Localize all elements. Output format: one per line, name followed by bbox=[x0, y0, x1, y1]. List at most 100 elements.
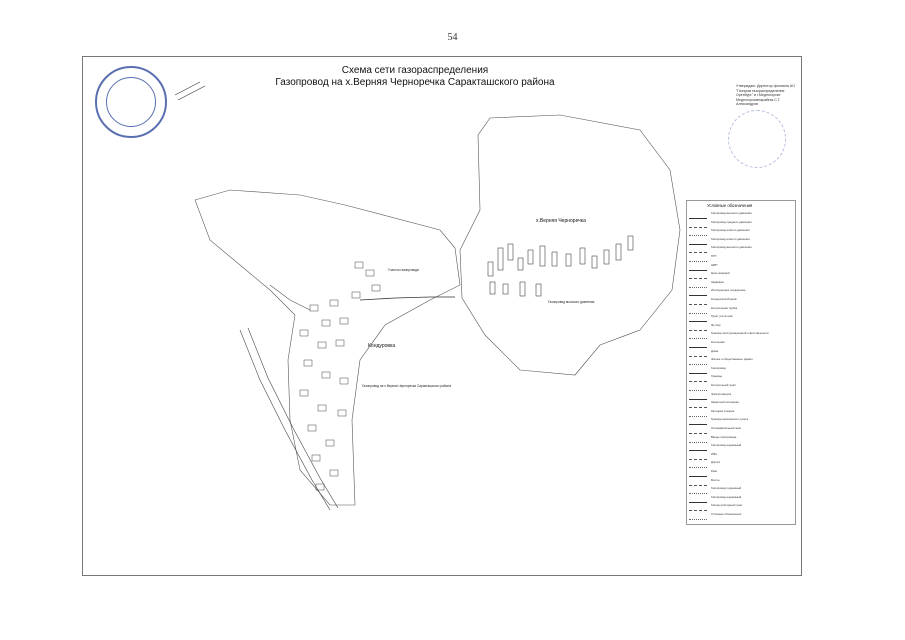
legend-item-label: Граница населенного пункта bbox=[711, 417, 749, 422]
legend-item: Контрольная трубка bbox=[689, 306, 793, 314]
houses-verhnyaya bbox=[487, 235, 634, 297]
note-area: Участок газопровода bbox=[388, 268, 419, 272]
legend-item: Газорегуляторный пункт bbox=[689, 503, 793, 512]
official-seal-inner bbox=[106, 77, 156, 127]
legend-title: Условные обозначения bbox=[707, 203, 753, 208]
railway-2 bbox=[247, 327, 339, 509]
legend-symbol bbox=[689, 487, 707, 495]
legend-symbol bbox=[689, 315, 707, 323]
legend-item: Конденсатосборник bbox=[689, 297, 793, 305]
legend-item-label: Жилые и общественные здания bbox=[711, 357, 753, 362]
legend-item-label: Реки bbox=[711, 469, 718, 473]
legend-item-label: Границы bbox=[711, 374, 723, 379]
legend-item-label: Газопровод надземный bbox=[711, 494, 742, 499]
legend-item-label: ИФС bbox=[711, 451, 718, 456]
approval-block: Утверждаю: Директор филиала АО "Газпром … bbox=[736, 84, 795, 107]
legend-item-label: Кран шаровой bbox=[711, 271, 730, 276]
legend-item: Катодная станция bbox=[689, 409, 793, 417]
legend-item-label: Конденсатосборник bbox=[711, 297, 737, 301]
legend-item-label: Газопровод подземный bbox=[711, 486, 742, 491]
legend-symbol bbox=[689, 255, 707, 262]
legend-symbol bbox=[689, 401, 707, 409]
legend-item-label: Контрольный пункт bbox=[711, 383, 737, 387]
legend-item-label: Дороги bbox=[711, 460, 721, 465]
official-seal bbox=[95, 66, 167, 138]
boundary-kondurovka bbox=[194, 189, 461, 506]
legend-symbol bbox=[689, 470, 707, 477]
legend-item-label: Футляр bbox=[711, 322, 721, 327]
legend-item-label: Защитный потенциал bbox=[711, 400, 739, 405]
legend-symbol bbox=[689, 375, 707, 383]
legend-symbol bbox=[689, 384, 707, 391]
legend-item-label: Котельная bbox=[711, 340, 725, 344]
legend-item: Опознавательный знак bbox=[689, 426, 793, 434]
legend: Условные обозначения Газопровод высокого… bbox=[686, 200, 796, 525]
legend-symbol bbox=[689, 289, 707, 297]
legend-symbol bbox=[689, 350, 707, 357]
legend-item: Газопровод надземный bbox=[689, 443, 793, 452]
note-pipe-east: Газопровод высокого давления bbox=[548, 300, 595, 304]
legend-symbol bbox=[689, 238, 707, 245]
legend-item: Вводы газопровода bbox=[689, 435, 793, 443]
pipeline-main bbox=[359, 296, 455, 301]
legend-item: Газопровод низкого давления bbox=[689, 237, 793, 245]
legend-symbol bbox=[689, 272, 707, 280]
legend-symbol bbox=[689, 393, 707, 400]
legend-symbol bbox=[689, 367, 707, 374]
legend-symbol bbox=[689, 341, 707, 348]
legend-item-label: Граница эксплуатационной ответственности bbox=[711, 331, 769, 336]
signature-mark bbox=[174, 81, 206, 101]
legend-item: Жилые и общественные здания bbox=[689, 357, 793, 366]
map-title: Схема сети газораспределения Газопровод … bbox=[250, 65, 580, 89]
legend-item: Газопровод высокого давления bbox=[689, 211, 793, 219]
approval-seal bbox=[728, 110, 786, 168]
legend-symbol bbox=[689, 496, 707, 503]
label-kondurovka: Кондуровка bbox=[368, 343, 396, 349]
legend-item-label: Изолирующее соединение bbox=[711, 288, 746, 293]
legend-item: Пункт учета газа bbox=[689, 314, 793, 323]
legend-item-label: Опознавательный знак bbox=[711, 426, 741, 430]
road-line bbox=[269, 284, 311, 311]
legend-symbol bbox=[689, 264, 707, 271]
legend-symbol bbox=[689, 212, 707, 219]
legend-item: Условные обозначения bbox=[689, 512, 793, 520]
label-verhnyaya: х.Верняя Черноречка bbox=[536, 218, 586, 224]
legend-symbol bbox=[689, 418, 707, 426]
legend-item: Газопровод bbox=[689, 366, 793, 374]
legend-item-label: Газорегуляторный пункт bbox=[711, 503, 743, 508]
legend-item-label: Условные обозначения bbox=[711, 512, 742, 516]
legend-symbol bbox=[689, 479, 707, 486]
legend-item: Границы bbox=[689, 374, 793, 383]
legend-symbol bbox=[689, 307, 707, 314]
legend-item-label: Пункт учета газа bbox=[711, 314, 733, 319]
legend-symbol bbox=[689, 246, 707, 254]
legend-item: Защитный потенциал bbox=[689, 400, 793, 409]
legend-item-label: ШРП bbox=[711, 262, 718, 267]
legend-item: Реки bbox=[689, 469, 793, 477]
legend-item: Футляр bbox=[689, 323, 793, 331]
legend-item: Кран шаровой bbox=[689, 271, 793, 280]
legend-item: Контрольный пункт bbox=[689, 383, 793, 391]
legend-item: Газопровод низкого давления bbox=[689, 228, 793, 237]
legend-item: Газопровод высокого давления bbox=[689, 245, 793, 254]
map-title-line2: Газопровод на х.Верняя Черноречка Саракт… bbox=[275, 77, 555, 88]
legend-item: Дома bbox=[689, 349, 793, 357]
legend-item-label: Газопровод низкого давления bbox=[711, 228, 750, 233]
legend-item-label: Дома bbox=[711, 348, 718, 353]
legend-symbol bbox=[689, 281, 707, 288]
map-title-line1: Схема сети газораспределения bbox=[341, 65, 489, 76]
legend-item-label: Газопровод высокого давления bbox=[711, 245, 752, 250]
legend-symbol bbox=[689, 513, 707, 520]
legend-item-label: Электрозащита bbox=[711, 391, 732, 396]
legend-symbol bbox=[689, 453, 707, 460]
legend-symbol bbox=[689, 504, 707, 512]
legend-item-label: Контрольная трубка bbox=[711, 305, 738, 310]
legend-symbol bbox=[689, 324, 707, 331]
railway bbox=[239, 329, 331, 511]
houses-kondurovka bbox=[299, 261, 381, 491]
boundary-verhnyaya bbox=[459, 114, 681, 376]
legend-item-label: Газопровод низкого давления bbox=[711, 236, 750, 241]
legend-item: Задвижка bbox=[689, 280, 793, 288]
legend-symbol bbox=[689, 436, 707, 443]
